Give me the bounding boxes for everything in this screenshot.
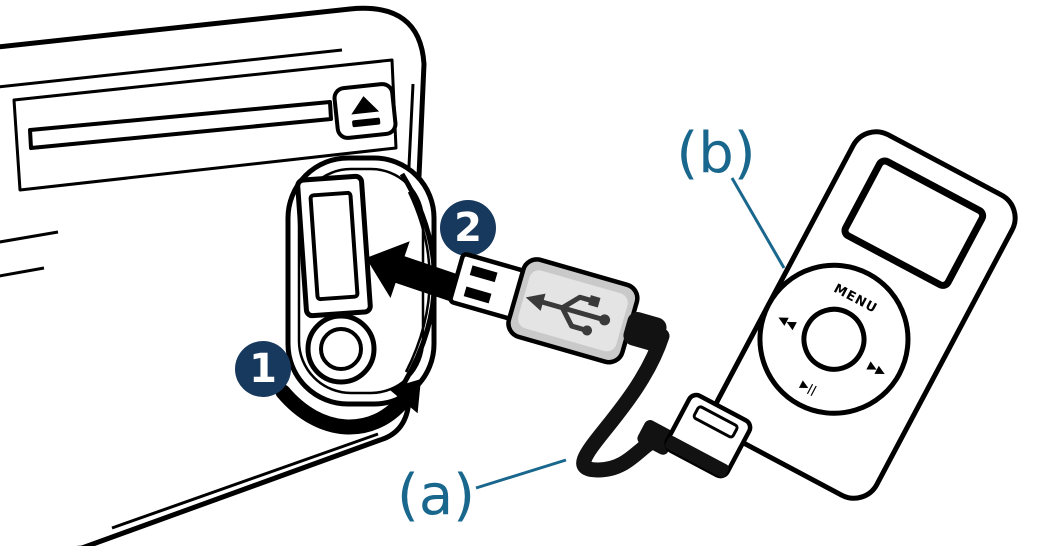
disc-slot-panel — [12, 58, 398, 192]
usb-contact-bottom — [463, 286, 492, 304]
usb-compartment — [285, 155, 437, 407]
label-cable: (a) — [397, 463, 475, 528]
stereo-left-seam-2 — [0, 266, 45, 278]
usb-trident-icon — [525, 293, 611, 336]
usb-plug — [448, 252, 667, 365]
dock-connector-slot — [692, 405, 739, 439]
label-player: (b) — [676, 121, 755, 186]
usb-cable — [576, 328, 670, 478]
ipod-screen — [841, 157, 987, 289]
center-button — [801, 306, 867, 372]
stereo-top-seam — [0, 48, 343, 89]
dock-connector — [637, 392, 753, 479]
dock-connector-base — [665, 436, 729, 478]
car-stereo — [0, 5, 437, 546]
eject-icon — [351, 96, 380, 115]
usb-port — [295, 173, 373, 319]
disc-slot — [28, 100, 333, 150]
step1-badge: 1 — [235, 341, 291, 397]
stereo-left-seam-1 — [0, 230, 59, 244]
label-b-leader — [730, 177, 786, 269]
eject-icon-bar — [352, 117, 381, 128]
step1-number: 1 — [249, 346, 277, 392]
step2-badge: 2 — [440, 200, 496, 256]
stereo-bottom-seam — [111, 432, 379, 530]
ipod: MENU ◀◀ ▶▶ ▶|| — [712, 129, 1018, 501]
eject-button — [332, 82, 398, 140]
step2-number: 2 — [454, 205, 482, 251]
usb-contact-top — [469, 265, 498, 283]
knob-inner — [319, 327, 363, 371]
step1-arrowhead — [388, 379, 421, 414]
label-a-leader — [475, 458, 567, 490]
step1-curved-arrow — [275, 384, 411, 435]
usb-port-slot — [308, 190, 360, 302]
